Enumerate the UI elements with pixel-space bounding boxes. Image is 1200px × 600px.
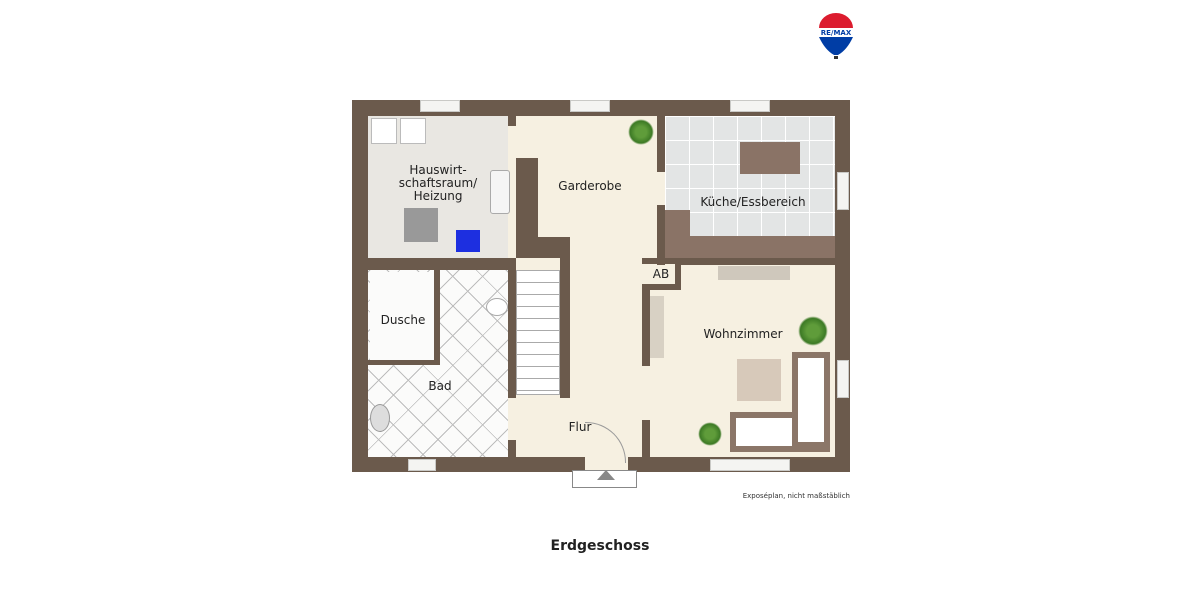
window	[420, 100, 460, 112]
staircase	[516, 270, 560, 395]
room-label-ab: AB	[652, 267, 670, 281]
room-label-bad: Bad	[428, 379, 452, 393]
dryer	[400, 118, 426, 144]
inner-wall	[642, 258, 682, 264]
room-label-kueche: Küche/Essbereich	[700, 195, 806, 209]
outer-wall-right	[835, 100, 850, 472]
floor-title: Erdgeschoss	[550, 538, 650, 554]
plant	[698, 422, 722, 446]
kitchen-counter	[665, 236, 835, 258]
toilet	[486, 298, 508, 316]
window	[408, 459, 436, 471]
inner-wall	[368, 360, 440, 365]
kitchen-counter	[665, 210, 690, 258]
inner-wall	[434, 270, 440, 362]
room-label-garderobe: Garderobe	[558, 179, 622, 193]
inner-wall	[675, 258, 681, 290]
plant	[628, 119, 654, 145]
sofa	[792, 352, 830, 448]
inner-wall	[508, 440, 516, 460]
kitchen-floor	[665, 116, 835, 258]
outer-wall-left	[352, 100, 368, 472]
room-label-flur: Flur	[568, 420, 592, 434]
window	[837, 360, 849, 398]
inner-wall	[508, 258, 516, 398]
inner-wall	[642, 284, 680, 290]
room-label-hauswirtschaftsraum: Hauswirt- schaftsraum/ Heizung	[398, 163, 478, 203]
front-door-arrow-icon	[597, 470, 615, 480]
dining-table	[740, 142, 800, 174]
inner-wall	[508, 100, 516, 126]
remax-logo: RE/MAX	[817, 12, 855, 60]
shelf	[650, 296, 664, 358]
window	[570, 100, 610, 112]
inner-wall	[657, 100, 665, 172]
window	[730, 100, 770, 112]
inner-wall	[657, 205, 665, 265]
heating-unit	[404, 208, 438, 242]
window	[710, 459, 790, 471]
boiler	[490, 170, 510, 214]
room-label-wohnzimmer: Wohnzimmer	[703, 327, 783, 341]
inner-wall	[642, 284, 650, 366]
inner-wall	[642, 420, 650, 460]
washing-machine	[371, 118, 397, 144]
logo-text: RE/MAX	[820, 29, 852, 37]
shower-head	[370, 404, 390, 432]
coffee-table	[737, 359, 781, 401]
blue-cabinet	[456, 230, 480, 252]
garderobe-bench	[516, 158, 538, 258]
inner-wall	[560, 258, 570, 398]
garderobe-bench	[516, 237, 570, 258]
inner-wall	[680, 258, 835, 265]
scale-note: Exposéplan, nicht maßstäblich	[742, 492, 850, 500]
tv-sideboard	[718, 266, 790, 280]
plant	[798, 316, 828, 346]
outer-wall-bottom-left	[352, 457, 585, 472]
inner-wall	[352, 258, 516, 270]
window	[837, 172, 849, 210]
room-label-dusche: Dusche	[380, 313, 426, 327]
